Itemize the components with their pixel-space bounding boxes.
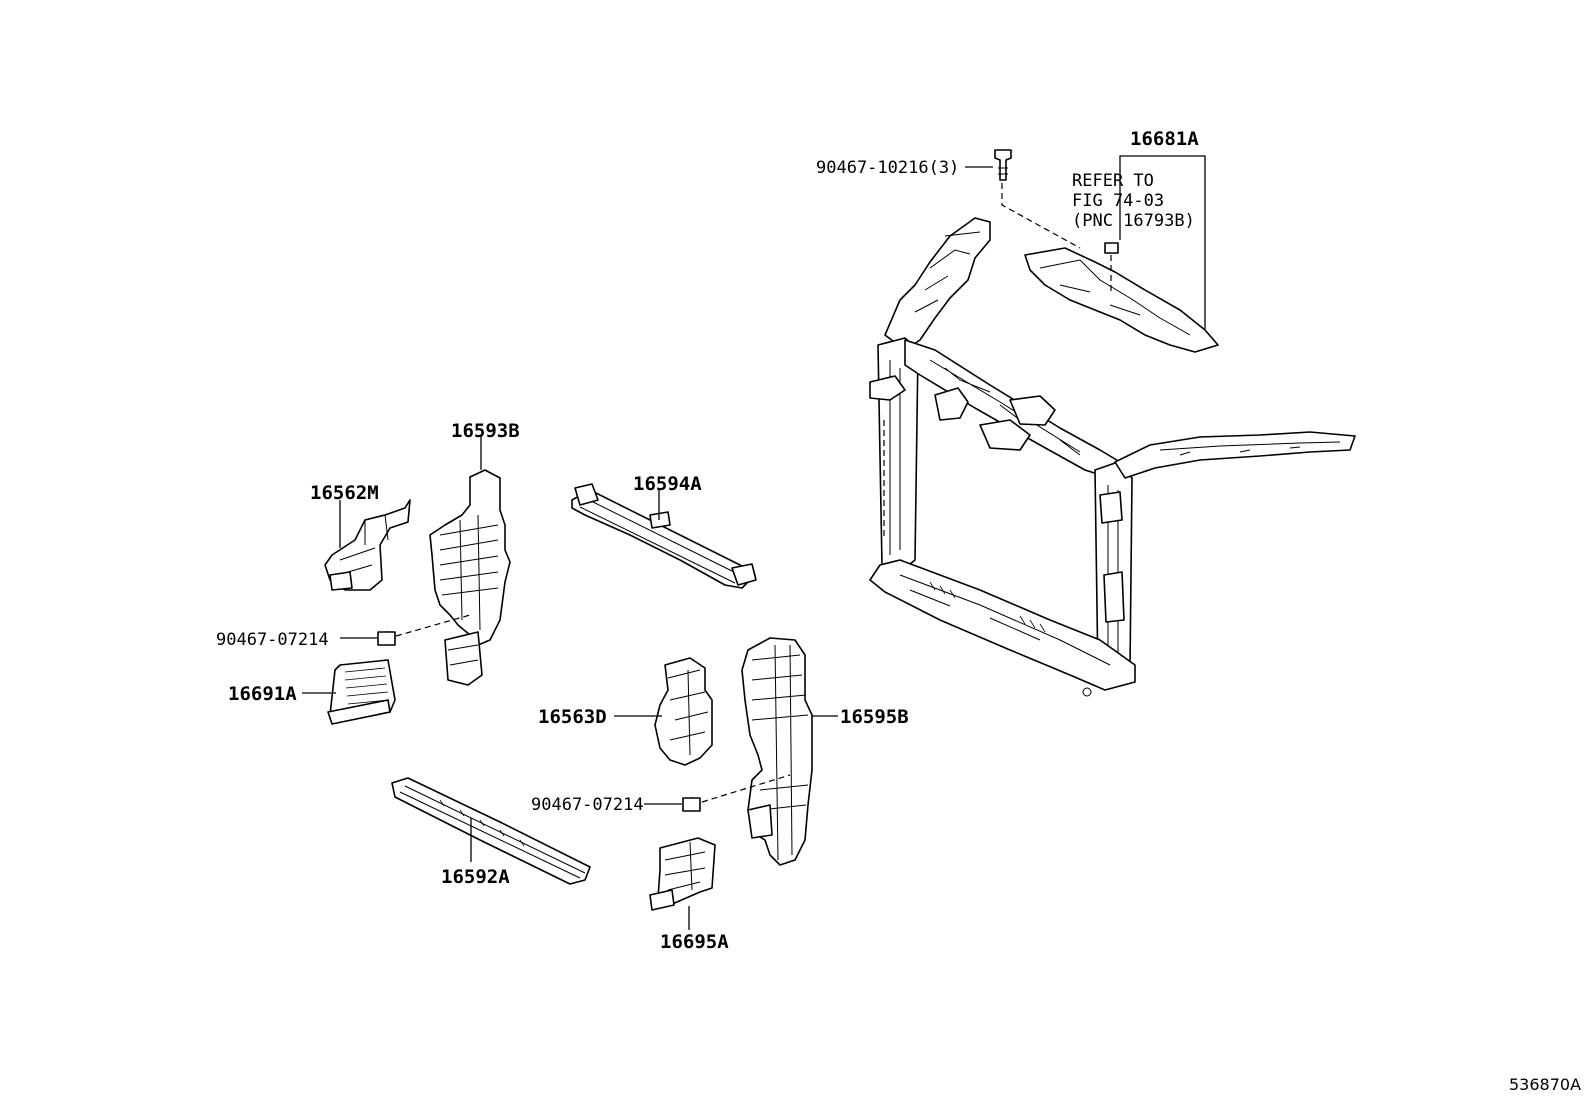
part-16595B bbox=[741, 637, 813, 866]
part-16695A bbox=[649, 837, 716, 911]
label-16562M: 16562M bbox=[310, 482, 379, 504]
label-16691A: 16691A bbox=[228, 683, 297, 705]
label-16593B: 16593B bbox=[451, 420, 520, 442]
radiator-support-frame bbox=[869, 217, 1356, 697]
bolt-90467-07214-b bbox=[682, 797, 701, 812]
dashed-line-bolt-a bbox=[395, 614, 471, 637]
label-90467-07214-a: 90467-07214 bbox=[216, 630, 329, 650]
part-16691A bbox=[327, 659, 396, 725]
part-16594A bbox=[571, 483, 757, 589]
label-16681A: 16681A bbox=[1130, 128, 1199, 150]
label-90467-07214-b: 90467-07214 bbox=[531, 795, 644, 815]
label-16594A: 16594A bbox=[633, 473, 702, 495]
label-16595B: 16595B bbox=[840, 706, 909, 728]
part-16562M bbox=[324, 499, 411, 591]
upper-cover-16681A bbox=[1024, 242, 1219, 353]
figure-id: 536870A bbox=[1509, 1075, 1581, 1094]
part-16592A bbox=[391, 777, 591, 885]
bolt-90467-07214-a bbox=[377, 631, 396, 646]
part-16563D bbox=[654, 657, 713, 766]
label-16592A: 16592A bbox=[441, 866, 510, 888]
leader-16681A bbox=[1119, 155, 1206, 330]
label-16695A: 16695A bbox=[660, 931, 729, 953]
part-16593B bbox=[429, 469, 511, 686]
label-16563D: 16563D bbox=[538, 706, 607, 728]
clip-90467-10216 bbox=[994, 149, 1012, 181]
refer-note-line3: (PNC 16793B) bbox=[1072, 211, 1195, 231]
label-90467-10216: 90467-10216(3) bbox=[816, 158, 959, 178]
refer-note-line2: FIG 74-03 bbox=[1072, 191, 1164, 211]
dashed-line-clip-to-cover bbox=[1001, 183, 1081, 249]
dashed-line-bolt-b bbox=[701, 774, 791, 803]
refer-note-line1: REFER TO bbox=[1072, 171, 1154, 191]
